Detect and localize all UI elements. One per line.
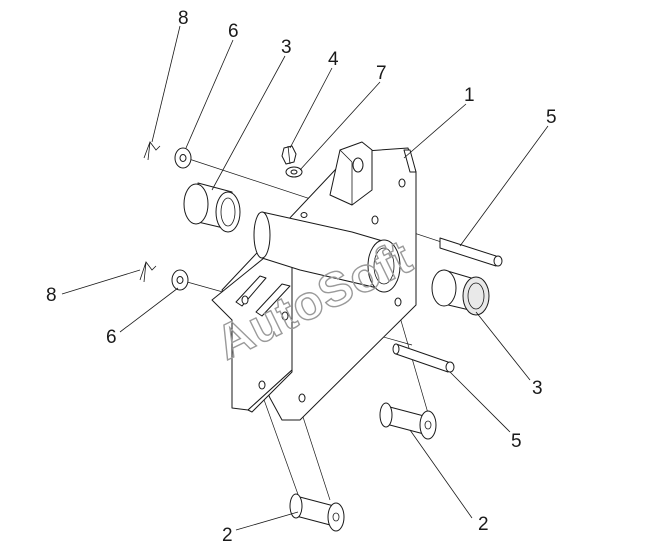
- grease-fitting-part-4: [281, 145, 297, 165]
- callout-5-lower: 5: [511, 431, 522, 452]
- cotter-pin-part-8-lower: [139, 261, 157, 283]
- callout-2-right: 2: [478, 514, 489, 535]
- callout-labels: 8 6 3 4 7 1 5 8 6 3 5 2 2: [46, 8, 557, 546]
- cotter-pin-part-8-upper: [143, 141, 161, 161]
- callout-3-upper: 3: [281, 37, 292, 58]
- spacer-part-2-right: [379, 402, 437, 440]
- pin-part-5-lower: [392, 343, 455, 373]
- callout-2-bottom: 2: [222, 525, 233, 546]
- washer-part-6-upper: [174, 147, 192, 169]
- bushing-part-3-left: [183, 182, 241, 233]
- callout-4: 4: [328, 49, 339, 70]
- callout-6-upper: 6: [228, 21, 239, 42]
- bushing-part-3-right: [431, 269, 490, 316]
- callout-8-upper: 8: [178, 8, 189, 29]
- callout-1: 1: [464, 85, 475, 106]
- bracket-part-1: [211, 141, 417, 421]
- pin-part-5-upper: [439, 237, 503, 267]
- callout-8-lower: 8: [46, 285, 57, 306]
- callout-3-lower: 3: [532, 378, 543, 399]
- callout-5-upper: 5: [546, 107, 557, 128]
- spacer-part-2-bottom: [289, 493, 345, 532]
- washer-part-7: [285, 166, 303, 178]
- leader-lines: [61, 25, 549, 531]
- callout-6-lower: 6: [106, 327, 117, 348]
- callout-7: 7: [376, 63, 387, 84]
- washer-part-6-lower: [171, 269, 189, 291]
